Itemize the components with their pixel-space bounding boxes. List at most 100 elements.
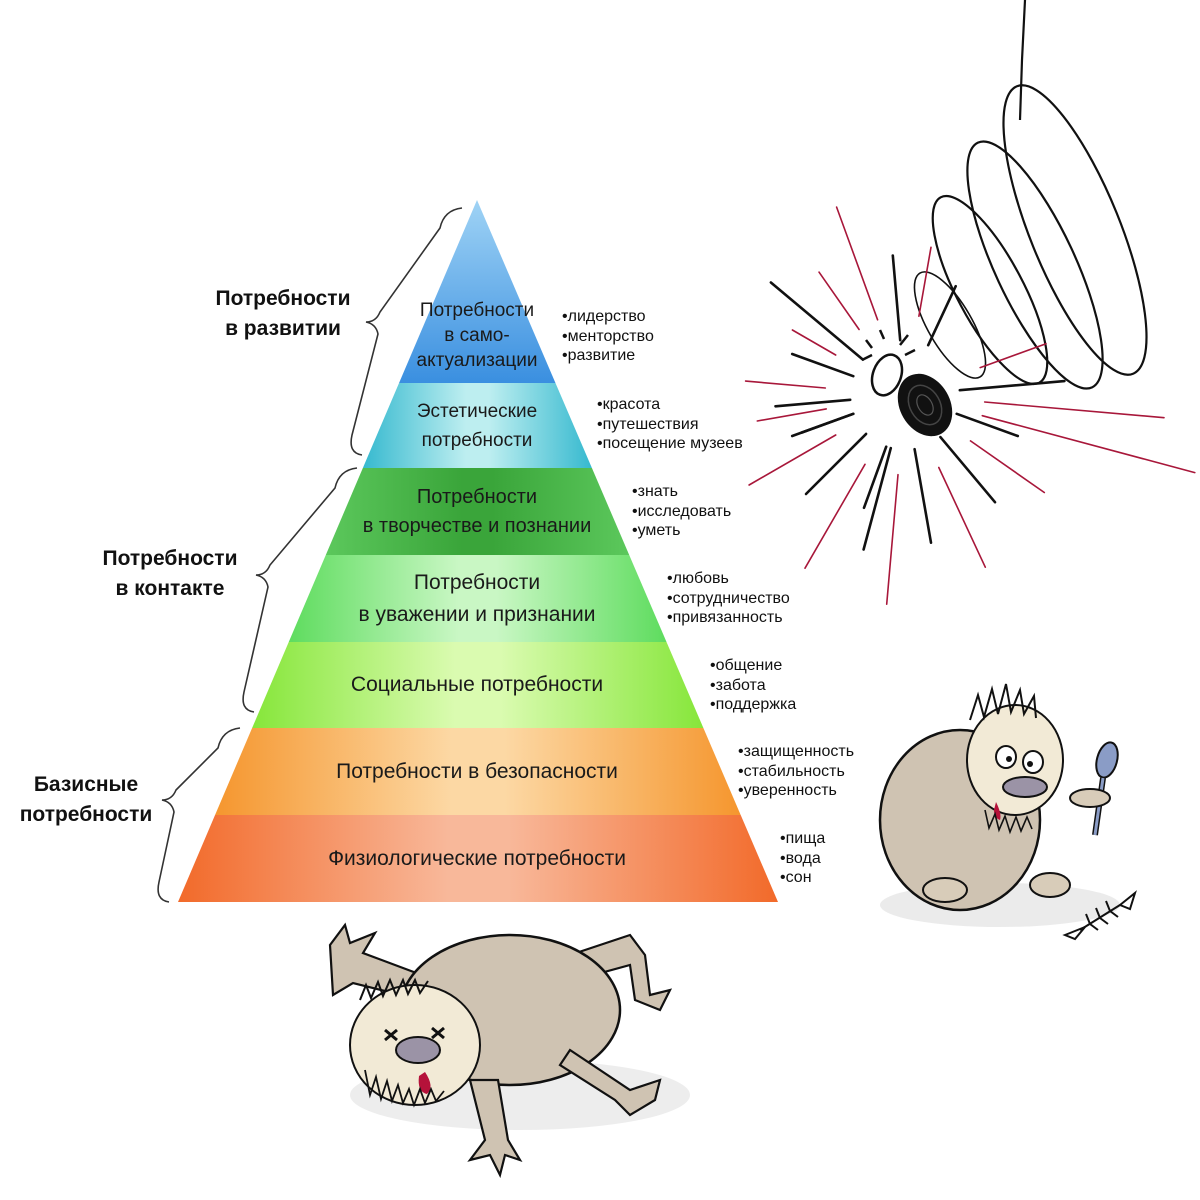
pyramid [178,200,778,902]
dead-face-icon [349,977,481,1108]
example-item: уверенность [738,781,854,801]
example-list: общениезаботаподдержка [710,656,797,715]
creature-face-icon [966,683,1064,835]
group-label: Потребности в развитии [173,284,393,344]
example-list: знатьисследоватьуметь [632,482,732,541]
burst-ray-black [913,447,933,545]
burst-ray-red [791,329,837,356]
example-item: исследовать [632,502,732,522]
pyramid-layer-label: Социальные потребности [277,669,677,701]
collapsed-creature-illustration [328,922,690,1179]
burst-ray-red [918,246,932,318]
crashed-head-icon [861,329,953,437]
group-label-line: потребности [19,803,153,826]
group-label-line: Потребности [215,287,351,310]
group-label: Базисные потребности [0,770,196,830]
example-item: красота [597,395,743,415]
pyramid-layer-1 [399,200,556,383]
spoon-icon [1092,741,1119,836]
burst-ray-red [885,473,899,606]
burst-ray-black [862,445,888,510]
pyramid-layer-label: Эстетические потребности [277,397,677,455]
example-item: забота [710,676,796,696]
layer-label-line: потребности [421,429,533,451]
burst-ray-red [969,440,1046,494]
burst-ray-red [804,463,866,570]
example-list: красотапутешествияпосещение музеев [597,395,743,454]
burst-ray-black [862,446,893,551]
group-label-line: в контакте [115,577,225,600]
group-label: Потребности в контакте [60,544,280,604]
pyramid-layer-label: Физиологические потребности [277,843,677,875]
sitting-creature-illustration [878,683,1137,941]
pyramid-layer-3 [325,468,630,555]
example-item: лидерство [562,307,654,327]
group-braces [157,207,463,903]
burst-ray-red [835,206,879,321]
example-item: уметь [632,521,731,541]
spring-coil-icon [913,0,1148,390]
example-item: стабильность [738,762,854,782]
example-item: сотрудничество [667,589,790,609]
example-item: менторство [562,327,654,347]
pyramid-layer-7 [178,815,778,902]
burst-ray-black [926,284,958,347]
layer-label-line: Физиологические потребности [328,846,626,870]
layer-label-line: Эстетические [416,400,538,422]
burst-ray-black [790,352,855,378]
exploding-creature-illustration [744,0,1196,606]
burst-ray-black [958,379,1066,392]
example-item: путешествия [597,415,743,435]
burst-ray-red [983,401,1165,419]
burst-ray-red [979,342,1047,369]
burst-ray-black [774,398,852,408]
burst-ray-red [748,434,837,486]
layer-label-line: в уважении и признании [358,602,596,626]
pyramid-layer-label: Потребности в уважении и признании [277,567,677,631]
burst-ray-black [939,435,997,504]
layer-label-line: Потребности в безопасности [336,759,618,783]
pyramid-layer-label: Потребности в творчестве и познании [277,483,677,541]
example-item: сон [780,868,825,888]
pyramid-layer-label: Потребности в само-актуализации [277,298,677,373]
layer-label-line: Потребности [416,485,538,508]
burst-ray-red [981,414,1196,474]
example-list: любовьсотрудничествопривязанность [667,569,790,628]
burst-lines-icon [744,206,1196,606]
burst-ray-black [891,254,902,342]
burst-ray-black [804,432,868,496]
burst-ray-black [800,412,855,434]
example-item: вода [780,849,825,869]
example-list: защищенностьстабильностьуверенность [738,742,854,801]
example-item: посещение музеев [597,434,743,454]
pyramid-layer-2 [362,383,592,468]
burst-ray-red [937,466,987,569]
layer-label-line: актуализации [416,349,538,371]
group-label-line: Потребности [102,547,238,570]
example-item: знать [632,482,731,502]
fish-skeleton-icon [1062,890,1137,941]
pyramid-layer-4 [288,555,667,642]
example-item: общение [710,656,796,676]
pyramid-layer-6 [215,728,741,815]
example-item: развитие [562,346,654,366]
layer-label-line: Потребности [413,570,541,594]
layer-label-line: в творчестве и познании [362,514,592,537]
group-brace [350,207,463,456]
example-list: лидерствоменторстворазвитие [562,307,654,366]
burst-ray-red [744,380,827,389]
layer-label-line: Потребности [419,299,535,321]
burst-ray-red [818,271,860,331]
pyramid-layer-label: Потребности в безопасности [277,756,677,788]
example-item: привязанность [667,608,790,628]
group-label-line: Базисные [33,773,139,796]
pyramid-layer-5 [252,642,704,728]
group-brace [157,727,241,903]
example-item: любовь [667,569,790,589]
group-label-line: в развитии [225,317,341,340]
burst-ray-black [769,281,865,361]
example-item: поддержка [710,695,797,715]
layer-label-line: Социальные потребности [350,673,604,696]
example-item: защищенность [738,742,854,762]
layer-label-line: в само- [444,324,510,346]
